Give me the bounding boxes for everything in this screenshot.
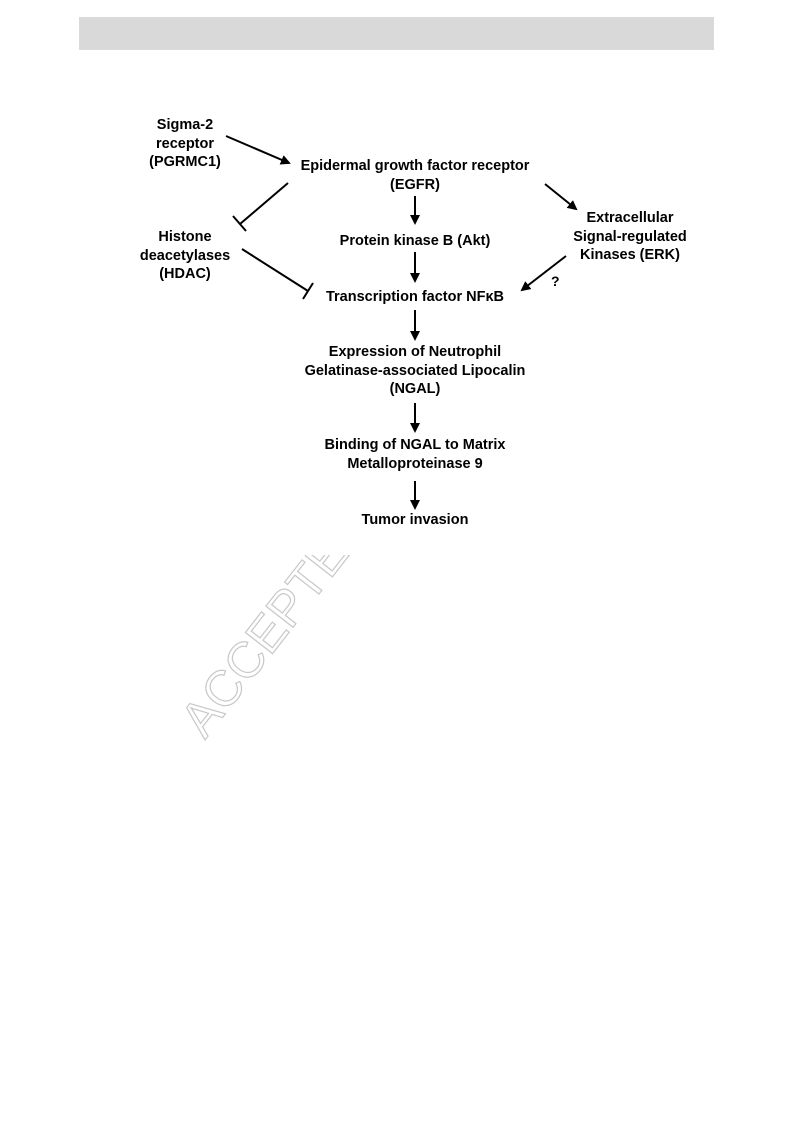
- edge-hdac-nfkb-bar: [302, 282, 314, 300]
- node-ngal: Expression of Neutrophil Gelatinase-asso…: [304, 344, 526, 397]
- edge-erk-nfkb: [520, 255, 567, 292]
- node-erk: Extracellular Signal-regulated Kinases (…: [573, 210, 687, 263]
- node-hdac: Histone deacetylases (HDAC): [139, 229, 231, 282]
- edge-sigma2-egfr: [225, 135, 291, 165]
- node-tumor-invasion: Tumor invasion: [361, 512, 469, 528]
- edge-egfr-hdac: [239, 182, 289, 225]
- edge-hdac-nfkb: [241, 248, 309, 292]
- edge-egfr-erk: [544, 183, 578, 211]
- node-sigma2-receptor: Sigma-2 receptor (PGRMC1): [149, 117, 221, 170]
- node-egfr: Epidermal growth factor receptor (EGFR): [300, 158, 530, 193]
- node-mmp9: Binding of NGAL to Matrix Metalloprotein…: [324, 437, 506, 472]
- node-nfkb: Transcription factor NFκB: [325, 289, 505, 305]
- node-akt: Protein kinase B (Akt): [339, 233, 491, 249]
- edge-egfr-hdac-bar: [232, 215, 247, 232]
- edge-erk-nfkb-label: ?: [551, 273, 560, 289]
- watermark: ACCEPTED: [169, 555, 382, 747]
- header-bar: [79, 17, 714, 50]
